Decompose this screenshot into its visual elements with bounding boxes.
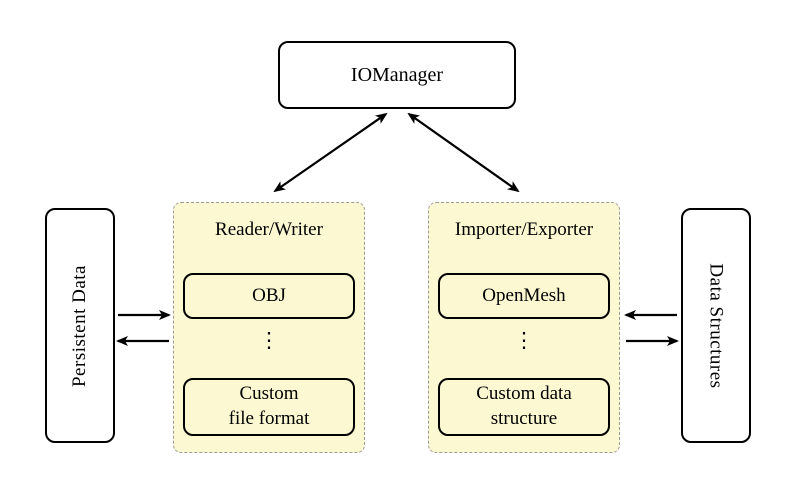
obj-label: OBJ [252,284,286,306]
reader-writer-group: Reader/Writer OBJ ⋮ Custom file format [173,202,365,453]
reader-writer-ellipsis: ⋮ [258,328,280,352]
persistent-data-node: Persistent Data [45,208,115,443]
importer-exporter-ellipsis: ⋮ [513,328,535,352]
reader-writer-label: Reader/Writer [215,219,323,240]
persistent-data-label: Persistent Data [69,264,91,387]
iomanager-label: IOManager [350,63,444,86]
openmesh-node: OpenMesh [438,273,610,319]
data-structures-node: Data Structures [681,208,751,443]
custom-file-format-line1: Custom [239,383,299,405]
data-structures-label: Data Structures [706,262,727,389]
arrow-iomanager-importerexporter [407,112,520,193]
custom-data-structure-node: Custom data structure [438,378,610,436]
obj-node: OBJ [183,273,355,319]
custom-file-format-line2: file format [228,408,310,429]
iomanager-node: IOManager [278,41,516,109]
custom-data-structure-line2: structure [490,408,558,429]
arrow-iomanager-readerwriter [273,112,388,193]
importer-exporter-label: Importer/Exporter [454,219,594,240]
custom-data-structure-line1: Custom data [476,383,572,405]
custom-file-format-node: Custom file format [183,378,355,436]
openmesh-label: OpenMesh [482,284,566,306]
importer-exporter-group: Importer/Exporter OpenMesh ⋮ Custom data… [428,202,620,453]
